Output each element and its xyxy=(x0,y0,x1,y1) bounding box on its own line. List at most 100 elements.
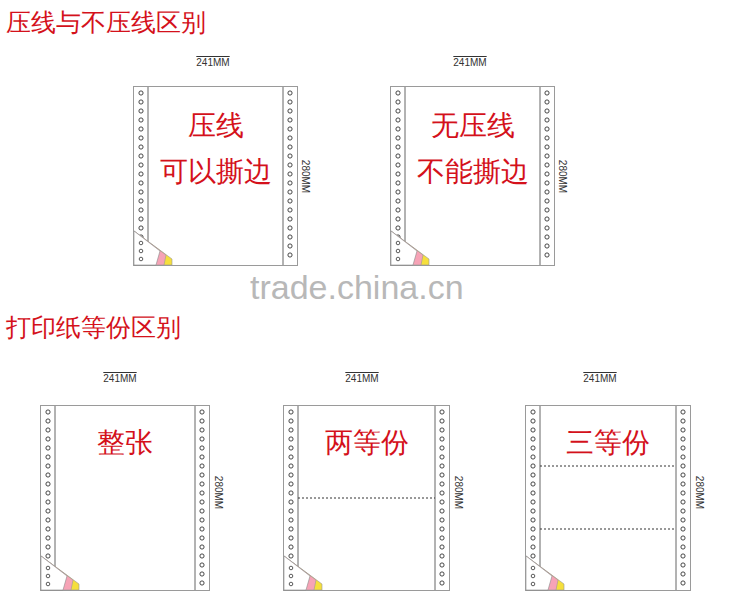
feed-hole xyxy=(289,473,293,477)
feed-hole xyxy=(139,208,143,212)
feed-hole xyxy=(440,437,444,441)
feed-hole xyxy=(681,419,685,423)
sheet-stroke xyxy=(540,406,541,590)
feed-hole xyxy=(200,563,204,567)
copy-layer xyxy=(41,556,73,590)
feed-hole xyxy=(139,118,143,122)
feed-hole xyxy=(531,491,535,495)
feed-hole xyxy=(46,410,50,414)
feed-hole xyxy=(440,563,444,567)
feed-hole xyxy=(200,554,204,558)
sheet-label: 两等份 xyxy=(325,420,409,466)
feed-hole xyxy=(545,100,549,104)
feed-hole xyxy=(396,154,400,158)
feed-hole xyxy=(531,428,535,432)
feed-hole xyxy=(46,464,50,468)
feed-hole xyxy=(681,410,685,414)
feed-hole xyxy=(200,572,204,576)
feed-hole xyxy=(531,455,535,459)
feed-hole xyxy=(139,241,143,245)
feed-hole xyxy=(200,536,204,540)
feed-hole xyxy=(139,109,143,113)
feed-hole xyxy=(288,199,292,203)
feed-hole xyxy=(440,500,444,504)
feed-hole xyxy=(46,554,50,558)
feed-hole xyxy=(681,437,685,441)
feed-hole xyxy=(139,199,143,203)
feed-hole xyxy=(289,509,293,513)
feed-hole xyxy=(396,172,400,176)
feed-hole xyxy=(139,226,143,230)
feed-hole xyxy=(681,482,685,486)
copy-layer xyxy=(526,556,558,590)
feed-hole xyxy=(545,208,549,212)
feed-hole xyxy=(440,545,444,549)
feed-hole xyxy=(288,154,292,158)
feed-hole xyxy=(288,181,292,185)
feed-hole xyxy=(396,241,400,245)
feed-hole xyxy=(396,136,400,140)
feed-hole xyxy=(46,574,50,578)
feed-hole xyxy=(289,566,293,570)
feed-hole xyxy=(396,181,400,185)
feed-hole xyxy=(531,566,535,570)
feed-hole xyxy=(440,527,444,531)
feed-hole xyxy=(440,428,444,432)
sheet-label: 无压线 不能撕边 xyxy=(417,103,529,195)
sheet-label-wrap: 压线 可以撕边 xyxy=(134,103,297,195)
feed-hole xyxy=(681,518,685,522)
feed-hole xyxy=(200,473,204,477)
feed-hole xyxy=(288,253,292,257)
feed-hole xyxy=(200,491,204,495)
copy-layer xyxy=(391,231,417,265)
feed-hole xyxy=(531,419,535,423)
feed-hole xyxy=(681,536,685,540)
tear-line xyxy=(540,466,676,467)
feed-hole xyxy=(139,127,143,131)
feed-hole xyxy=(288,118,292,122)
feed-hole xyxy=(531,410,535,414)
copy-layer xyxy=(284,556,310,590)
feed-hole xyxy=(46,491,50,495)
feed-hole xyxy=(289,491,293,495)
watermark: trade.china.cn xyxy=(250,268,464,307)
sheet-stroke xyxy=(283,87,284,265)
feed-hole xyxy=(139,181,143,185)
feed-hole xyxy=(139,249,143,253)
feed-hole xyxy=(440,518,444,522)
feed-hole xyxy=(545,181,549,185)
feed-hole xyxy=(681,572,685,576)
feed-hole xyxy=(288,208,292,212)
feed-hole xyxy=(545,154,549,158)
feed-hole xyxy=(289,527,293,531)
feed-hole xyxy=(46,455,50,459)
copy-layer xyxy=(526,556,552,590)
feed-hole xyxy=(545,118,549,122)
feed-hole xyxy=(531,527,535,531)
feed-hole xyxy=(139,190,143,194)
feed-hole xyxy=(200,545,204,549)
feed-hole xyxy=(681,527,685,531)
feed-hole xyxy=(46,582,50,586)
sheet-label: 三等份 xyxy=(566,420,650,466)
copy-layer xyxy=(284,556,316,590)
feed-hole xyxy=(200,437,204,441)
width-dimension: 241MM xyxy=(196,57,229,68)
copy-layer xyxy=(41,556,67,590)
feed-hole xyxy=(440,536,444,540)
feed-hole xyxy=(545,172,549,176)
feed-hole xyxy=(396,91,400,95)
feed-hole xyxy=(681,554,685,558)
feed-hole xyxy=(531,545,535,549)
feed-hole xyxy=(289,446,293,450)
sheet-label: 压线 可以撕边 xyxy=(160,103,272,195)
copy-layer xyxy=(134,231,160,265)
feed-hole xyxy=(396,226,400,230)
feed-hole xyxy=(289,410,293,414)
feed-hole xyxy=(46,509,50,513)
feed-hole xyxy=(396,127,400,131)
height-dimension: 280MM xyxy=(300,159,311,192)
feed-hole xyxy=(289,574,293,578)
feed-hole xyxy=(440,572,444,576)
feed-hole xyxy=(531,446,535,450)
